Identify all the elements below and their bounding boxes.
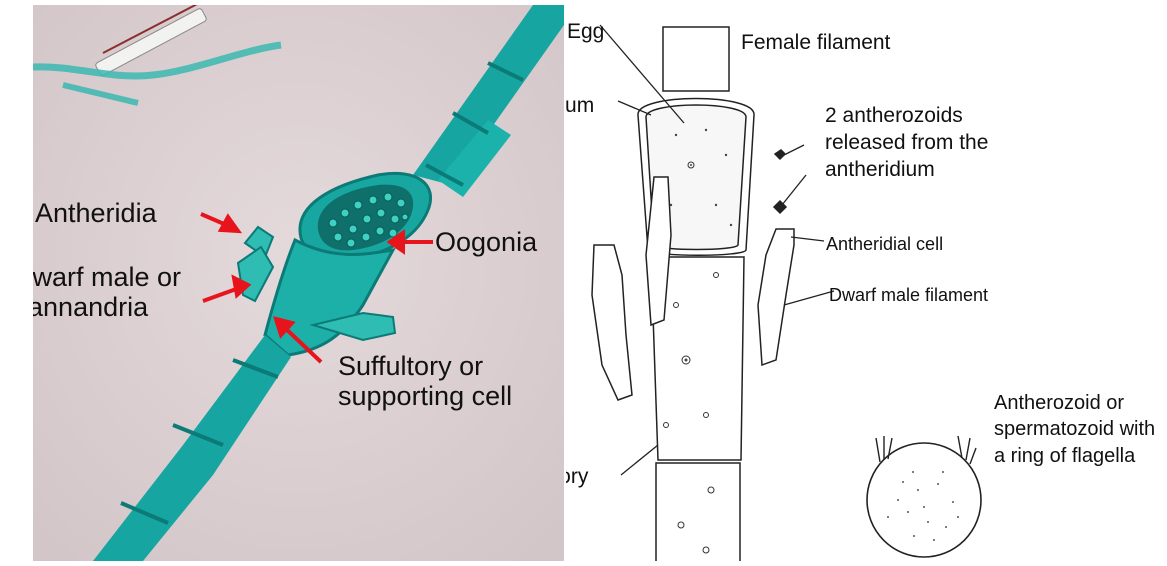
suffultory-label: Suffultory or supporting cell xyxy=(338,351,564,411)
dwarf-male-filament-label: Dwarf male filament xyxy=(829,285,988,305)
egg-label: Egg xyxy=(567,20,604,44)
antheridial-cell-label: Antheridial cell xyxy=(826,234,943,254)
female-filament-cell xyxy=(663,27,729,91)
antherozoids-released-label: 2 antherozoids released from the antheri… xyxy=(825,103,1040,184)
antheridia-label: Antheridia xyxy=(35,198,157,228)
antherozoid-inset-panel xyxy=(858,412,990,562)
micrograph-panel: Antheridia Dwarf male or nannandria Oogo… xyxy=(33,5,564,561)
antherozoid-label: Antherozoid or spermatozoid with a ring … xyxy=(994,390,1167,469)
antherozoid-drawing xyxy=(858,412,990,562)
suffultory-cell-label: Suffultory cell xyxy=(566,462,620,521)
dwarf-male-label: Dwarf male or nannandria xyxy=(33,262,223,322)
female-filament-label: Female filament xyxy=(741,31,890,55)
oogonium-label: oogonium xyxy=(566,94,594,118)
line-drawing-panel: Egg oogonium Suffultory cell xyxy=(566,5,836,561)
oogonia-label: Oogonia xyxy=(435,227,537,257)
